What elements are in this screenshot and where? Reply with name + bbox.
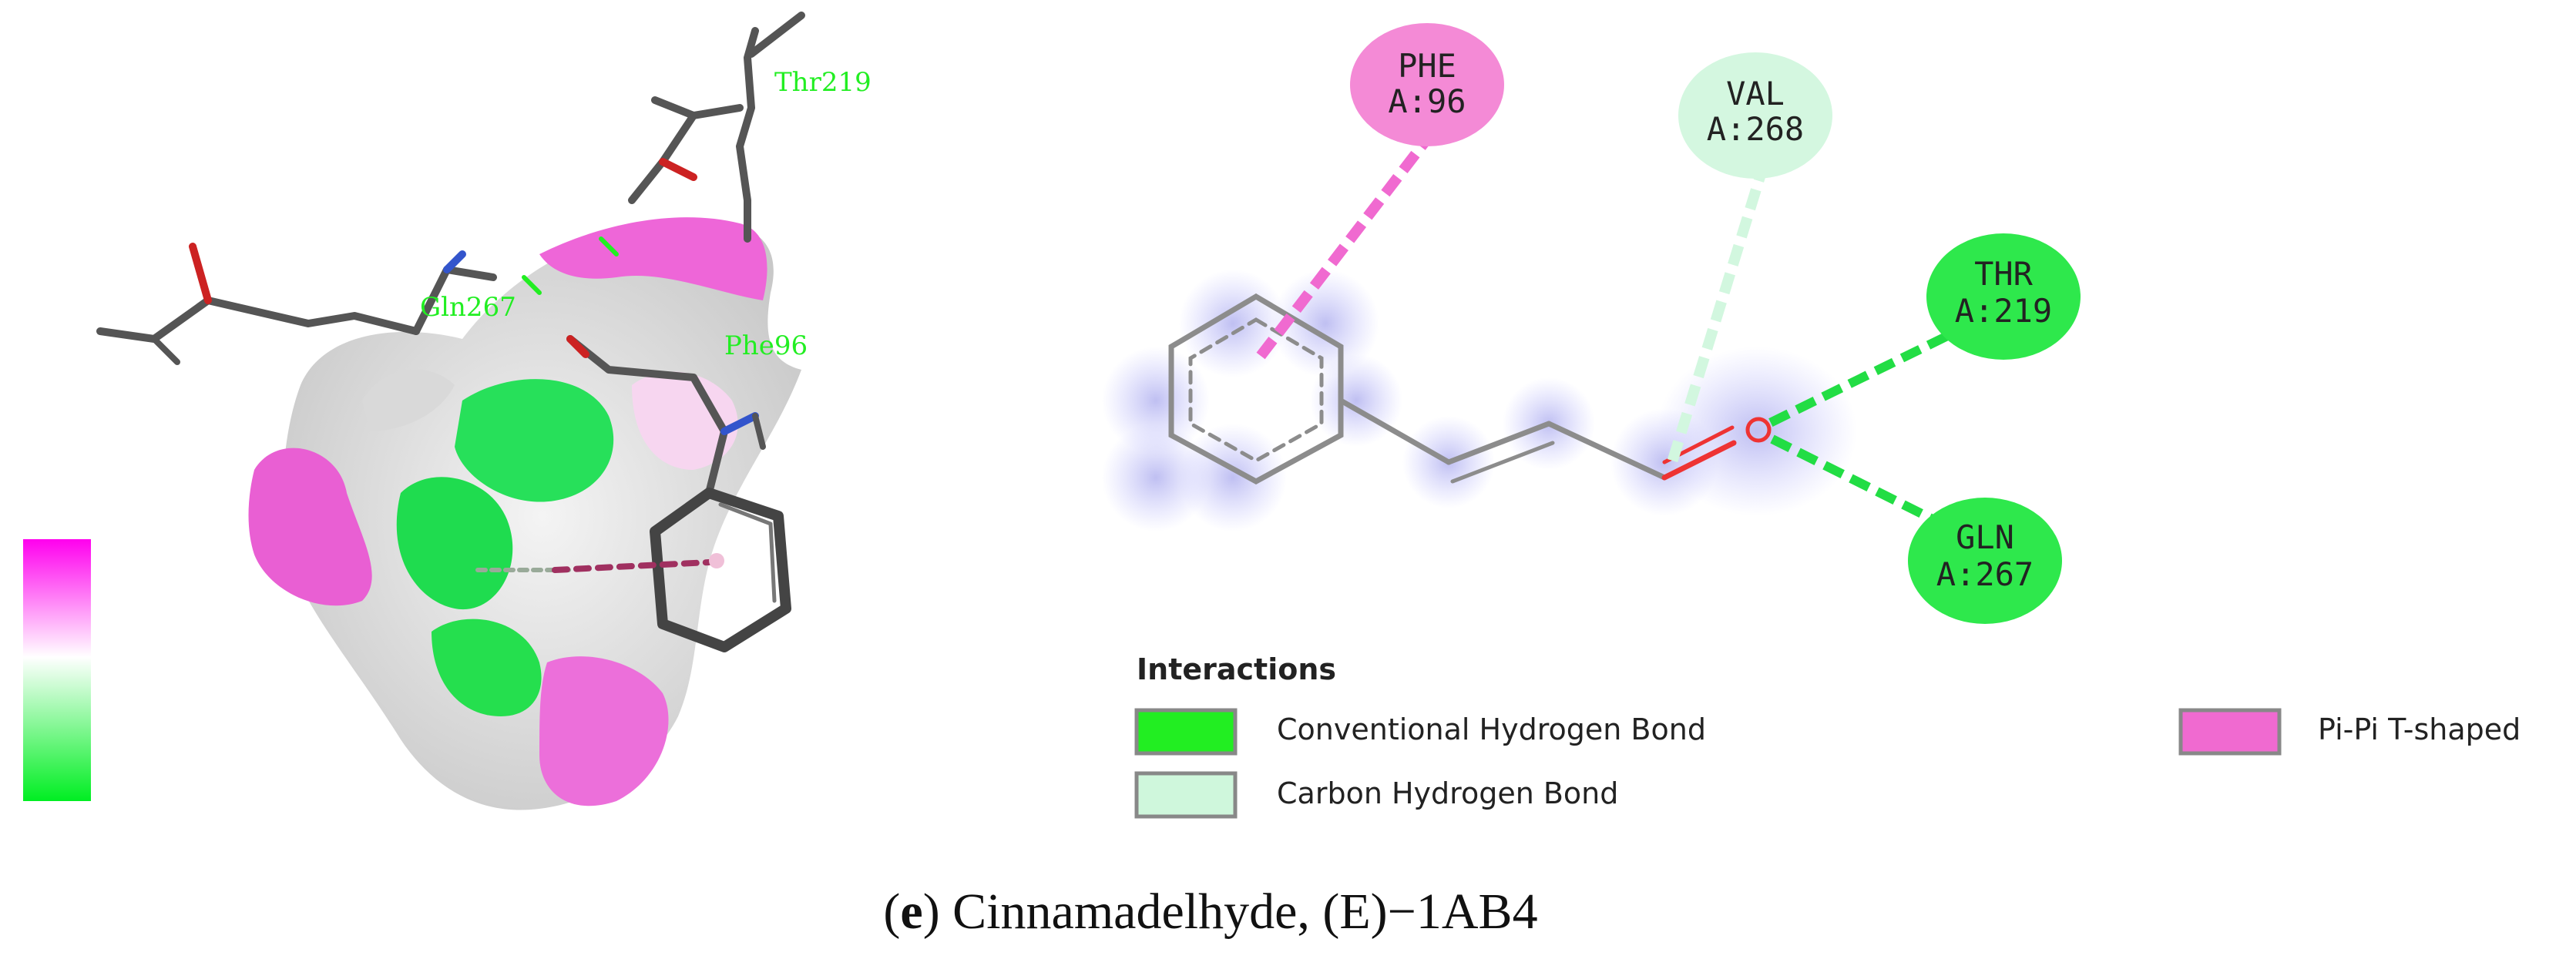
residue-node-val: VAL A:268 bbox=[1678, 52, 1832, 179]
carbon-hbond-line bbox=[1667, 159, 1770, 464]
cinnamaldehyde-structure bbox=[1168, 293, 1772, 484]
phe-pos: A:96 bbox=[1388, 82, 1466, 120]
hydrophobicity-scale-bar bbox=[23, 539, 91, 801]
legend-swatch-conventional-hbond bbox=[1134, 708, 1238, 756]
hbond-thr-line bbox=[1766, 319, 1975, 428]
gln-name: GLN bbox=[1956, 518, 2014, 556]
legend-swatch-pi-pi bbox=[2178, 708, 2282, 756]
residue-node-gln: GLN A:267 bbox=[1908, 498, 2062, 624]
residue-label-phe96: Phe96 bbox=[724, 330, 808, 361]
residue-label-thr219: Thr219 bbox=[774, 67, 872, 98]
thr-pos: A:219 bbox=[1955, 292, 2052, 330]
val-pos: A:268 bbox=[1707, 110, 1804, 148]
residue-node-phe: PHE A:96 bbox=[1350, 23, 1504, 146]
ligand-glow bbox=[1102, 270, 1857, 531]
legend-label-pi-pi: Pi-Pi T-shaped bbox=[2318, 712, 2521, 746]
legend-label-conventional-hbond: Conventional Hydrogen Bond bbox=[1277, 712, 1706, 746]
protein-surface-3d bbox=[248, 217, 801, 810]
legend: Interactions Conventional Hydrogen Bond … bbox=[1134, 652, 2521, 819]
phe-name: PHE bbox=[1398, 47, 1456, 85]
gln-pos: A:267 bbox=[1936, 555, 2034, 593]
residue-label-gln267: Gln267 bbox=[420, 292, 516, 323]
legend-swatch-carbon-hbond bbox=[1134, 771, 1238, 819]
residue-node-thr: THR A:219 bbox=[1926, 233, 2081, 360]
figure-caption: (e) Cinnamadelhyde, (E)−1AB4 bbox=[883, 884, 1537, 940]
ligand-stick-model bbox=[96, 12, 805, 652]
legend-title: Interactions bbox=[1137, 652, 1336, 686]
thr-name: THR bbox=[1974, 255, 2034, 293]
val-name: VAL bbox=[1726, 75, 1785, 112]
legend-label-carbon-hbond: Carbon Hydrogen Bond bbox=[1277, 776, 1618, 810]
pi-pi-line bbox=[1251, 127, 1438, 366]
